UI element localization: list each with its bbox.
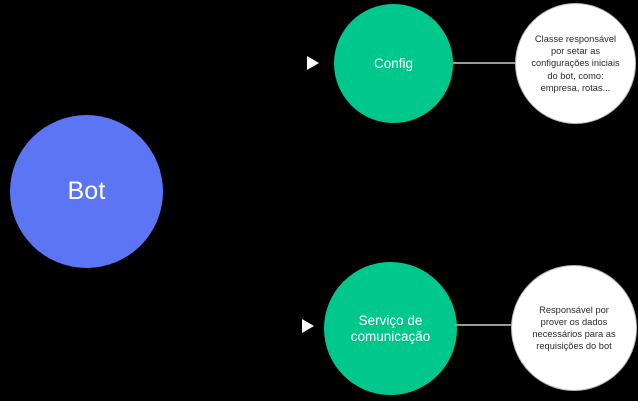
node-config-label: Config [373,55,414,71]
connector-config-to-note [453,62,515,64]
node-config[interactable]: Config [334,4,453,123]
note-config: Classe responsável por setar as configur… [515,3,636,124]
arrowhead-to-config-icon [307,56,319,70]
note-comunicacao-text: Responsável por prover os dados necessár… [532,304,616,352]
node-bot-label: Bot [67,176,106,205]
note-comunicacao: Responsável por prover os dados necessár… [511,265,637,391]
node-bot[interactable]: Bot [10,115,163,268]
connector-comunicacao-to-note [455,324,512,326]
arrowhead-to-comunicacao-icon [302,319,314,333]
node-comunicacao-label: Serviço de comunicação [350,312,431,344]
note-config-text: Classe responsável por setar as configur… [531,34,620,93]
node-comunicacao[interactable]: Serviço de comunicação [324,262,457,395]
